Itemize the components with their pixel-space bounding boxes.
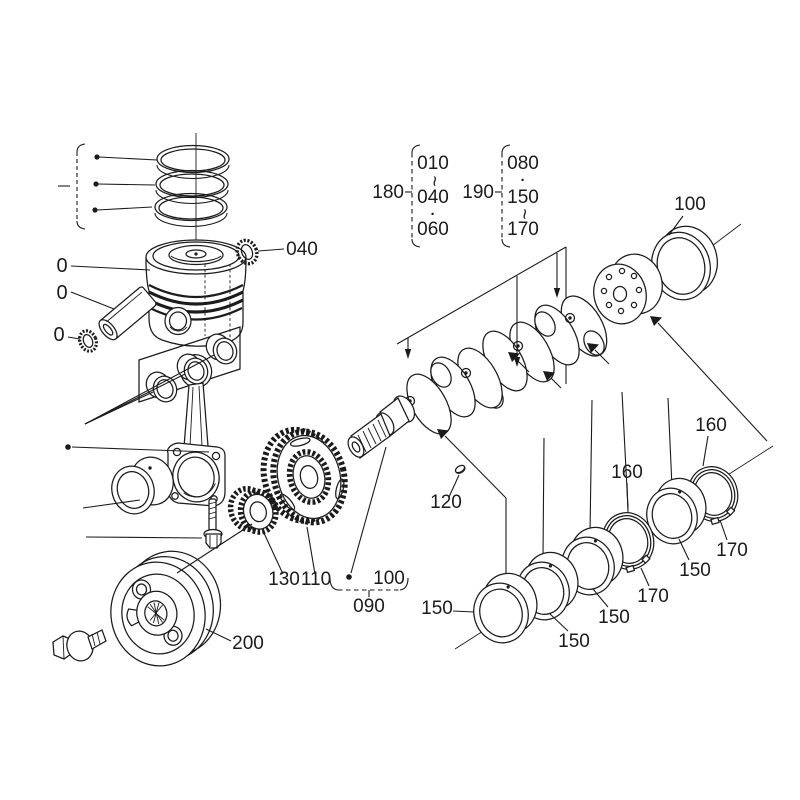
crank-gear-small-130 (227, 485, 279, 535)
label-190: 190 (462, 182, 494, 203)
label-180-item-010: 010 (417, 153, 449, 174)
label-0-pin: 0 (56, 282, 67, 304)
pulley-bolt (52, 629, 107, 662)
label-0-clip: 0 (53, 324, 64, 346)
piston (145, 239, 247, 347)
snap-ring-040 (235, 238, 259, 266)
label-160-a: 160 (611, 462, 643, 483)
main-bearing-150-d (646, 477, 707, 545)
label-120: 120 (430, 492, 462, 513)
label-040: 040 (286, 239, 318, 260)
bushing-3 (205, 333, 238, 365)
label-110: 110 (301, 569, 331, 590)
label-100-mid: 100 (373, 568, 405, 589)
label-090: 090 (353, 596, 385, 617)
main-bearing-chain (454, 445, 774, 650)
label-0-piston: 0 (56, 255, 67, 277)
crank-flange (593, 253, 663, 325)
snap-ring-0 (78, 329, 98, 353)
crank-nose-spline (347, 395, 416, 459)
label-160-b: 160 (695, 415, 727, 436)
crank-pulley (52, 523, 253, 667)
label-190-tilde: ~ (513, 208, 534, 219)
main-bearing-150-a (473, 572, 538, 644)
piston-ring-set (58, 133, 230, 268)
bushing-plane (138, 326, 241, 403)
piston-ring-2 (155, 169, 229, 205)
label-170-a: 170 (637, 586, 669, 607)
crankshaft (347, 223, 768, 579)
piston-ring-3 (154, 192, 228, 228)
label-190-item-170: 170 (507, 219, 539, 240)
journal-pointer-arrows (404, 253, 768, 499)
label-150-c: 150 (598, 607, 630, 628)
label-150-d: 150 (679, 560, 711, 581)
crank-gear-large-110 (260, 426, 348, 526)
label-190-item-080: 080 (507, 153, 539, 174)
label-190-item-150: 150 (507, 187, 539, 208)
rod-bolt (203, 498, 223, 549)
label-180-dot: · (431, 206, 436, 223)
bearing-ring-100 (651, 225, 718, 301)
group-180-bracket (405, 144, 421, 248)
label-leaders (67, 215, 728, 632)
part-number-labels: 0 0 0 040 100 130 110 100 090 120 200 15… (53, 153, 747, 654)
group-090-bracket (329, 574, 409, 597)
group-190-bracket (495, 144, 511, 248)
bushing-1 (145, 371, 178, 403)
woodruff-key-120 (454, 464, 466, 474)
label-180-item-060: 060 (417, 219, 449, 240)
label-200: 200 (232, 633, 264, 654)
label-170-b: 170 (716, 540, 748, 561)
label-190-dot: · (521, 172, 526, 189)
label-100-top: 100 (674, 194, 706, 215)
small-end-bushings (84, 333, 238, 425)
label-150-a: 150 (421, 598, 453, 619)
label-180-item-040: 040 (417, 187, 449, 208)
rod-bearing-shell (111, 456, 174, 515)
label-180-tilde: ~ (423, 175, 444, 186)
label-150-b: 150 (558, 631, 590, 652)
rod-assembly-dot (65, 444, 71, 450)
label-180: 180 (372, 182, 404, 203)
label-130: 130 (268, 569, 300, 590)
piston-pin (98, 286, 157, 341)
